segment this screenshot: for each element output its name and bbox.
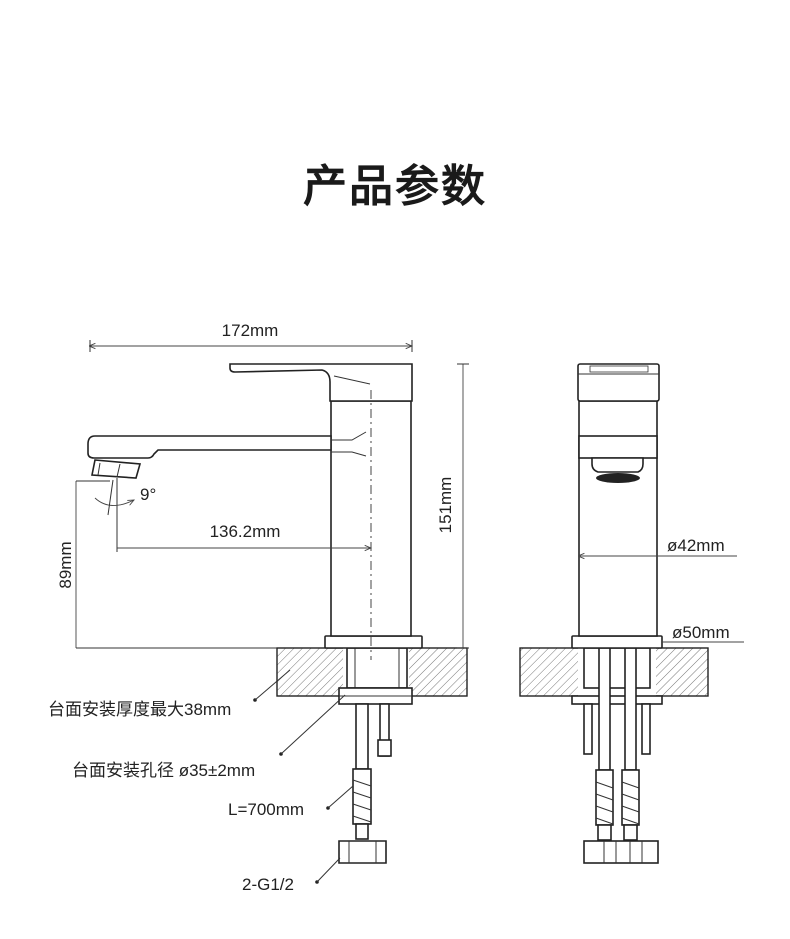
width-dimension: 172mm bbox=[222, 321, 279, 340]
connection-label: 2-G1/2 bbox=[242, 875, 294, 894]
base-diameter-label: ø50mm bbox=[672, 623, 730, 642]
hose-length-label: L=700mm bbox=[228, 800, 304, 819]
front-view: ø42mm ø50mm bbox=[519, 363, 744, 864]
angle-label: 9° bbox=[140, 485, 156, 504]
deck-thickness-label: 台面安装厚度最大38mm bbox=[48, 700, 231, 719]
page-title: 产品参数 bbox=[303, 161, 487, 212]
spout-height-dimension: 89mm bbox=[56, 541, 75, 588]
height-dimension: 151mm bbox=[436, 477, 455, 534]
body-diameter-label: ø42mm bbox=[667, 536, 725, 555]
side-view: 172mm 151mm 89mm 136.2mm 9° 台面安装厚度最大38mm… bbox=[48, 321, 469, 894]
mount-hole-label: 台面安装孔径 ø35±2mm bbox=[72, 761, 255, 780]
reach-dimension: 136.2mm bbox=[210, 522, 281, 541]
